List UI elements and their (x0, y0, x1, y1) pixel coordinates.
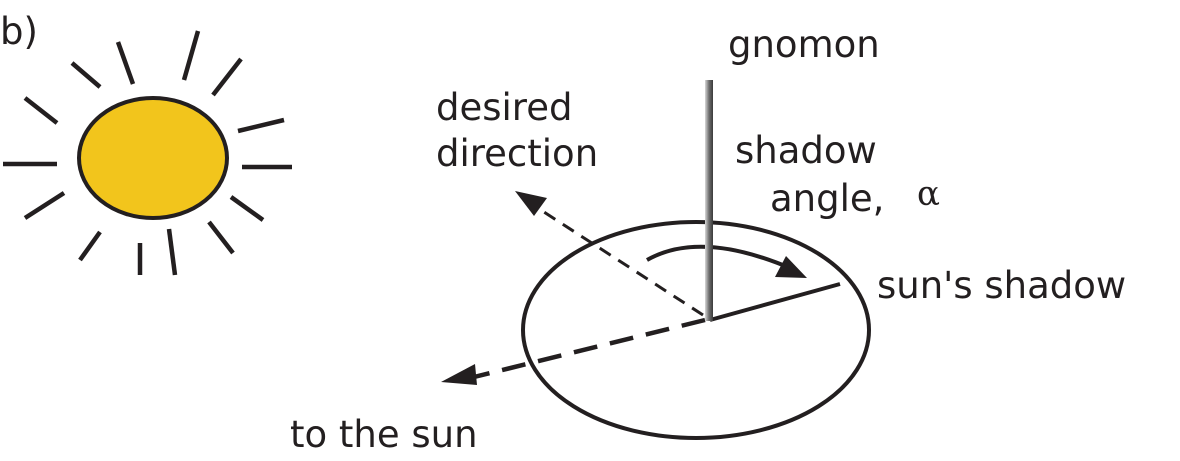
gnomon-label: gnomon (728, 23, 880, 66)
dial-plate (521, 220, 871, 440)
suns-shadow-label: sun's shadow (877, 264, 1126, 307)
shadow-angle-label-line2: angle, (770, 177, 884, 220)
suns-shadow-line (709, 282, 841, 322)
sun-icon (3, 30, 292, 276)
alpha-symbol: α (917, 174, 940, 214)
shadow-angle-arc (646, 244, 807, 278)
panel-label: b) (0, 10, 38, 53)
desired-direction-label-line1: desired (436, 86, 572, 129)
shadow-angle-label-line1: shadow (735, 129, 877, 172)
gnomon-rod (705, 80, 713, 321)
to-the-sun-arrow (441, 317, 706, 385)
to-the-sun-label: to the sun (290, 413, 478, 456)
sun-rays (3, 30, 292, 276)
desired-direction-label-line2: direction (436, 132, 598, 175)
desired-direction-arrow (515, 191, 704, 317)
